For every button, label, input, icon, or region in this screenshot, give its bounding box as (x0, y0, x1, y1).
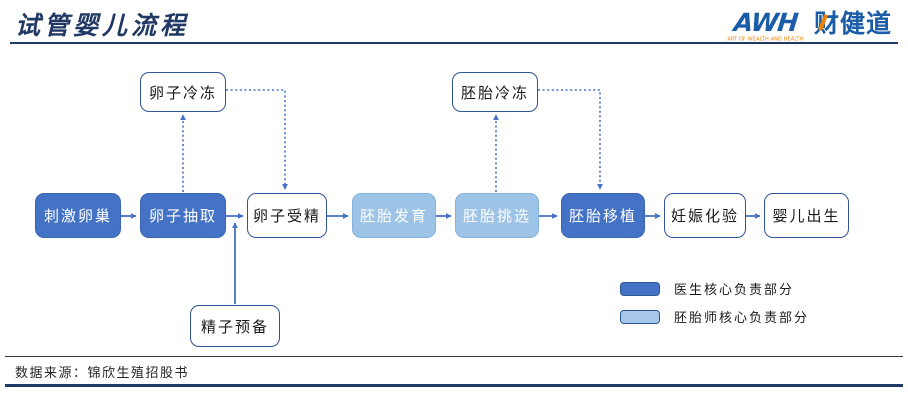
flow-box-baby-birth: 婴儿出生 (764, 193, 849, 238)
brand-logo: AWH ART OF WEALTH AND HEALTH 财健道 (719, 8, 892, 43)
page-title: 试管婴儿流程 (15, 11, 190, 40)
legend-row-embryologist: 胚胎师核心负责部分 (620, 307, 809, 326)
logo-acronym: AWH (732, 8, 799, 37)
dotted-embryo-freeze-to-transfer (538, 89, 603, 190)
flow-box-egg-freeze: 卵子冷冻 (140, 72, 226, 112)
flow-box-embryo-freeze: 胚胎冷冻 (452, 72, 538, 112)
flow-box-embryo-development: 胚胎发育 (352, 193, 436, 238)
flow-box-pregnancy-test: 妊娠化验 (664, 193, 746, 238)
legend-swatch-doctor (620, 281, 660, 296)
logo-awh-block: AWH ART OF WEALTH AND HEALTH (719, 8, 812, 43)
logo-tagline: ART OF WEALTH AND HEALTH (727, 36, 804, 43)
flow-box-embryo-selection: 胚胎挑选 (455, 193, 539, 238)
legend-label-embryologist: 胚胎师核心负责部分 (674, 311, 810, 326)
title-underline (10, 42, 898, 44)
legend: 医生核心负责部分 胚胎师核心负责部分 (620, 279, 809, 326)
flow-box-sperm-prep: 精子预备 (190, 305, 280, 347)
legend-row-doctor: 医生核心负责部分 (620, 279, 809, 298)
legend-label-doctor: 医生核心负责部分 (674, 283, 795, 298)
dotted-egg-freeze-to-fertilization (226, 89, 288, 190)
logo-name-text: 财健道 (813, 9, 892, 38)
footer-rule-thick (5, 384, 903, 387)
logo-name: 财健道 (813, 9, 892, 39)
flow-box-egg-fertilization: 卵子受精 (247, 193, 327, 238)
footer-rule-thin (5, 356, 903, 357)
flow-box-embryo-transfer: 胚胎移植 (561, 193, 645, 238)
data-source-text: 数据来源：锦欣生殖招股书 (15, 366, 190, 381)
legend-swatch-embryologist (620, 309, 660, 324)
flow-box-stimulate-ovaries: 刺激卵巢 (35, 193, 121, 238)
flow-box-egg-retrieval: 卵子抽取 (140, 193, 226, 238)
